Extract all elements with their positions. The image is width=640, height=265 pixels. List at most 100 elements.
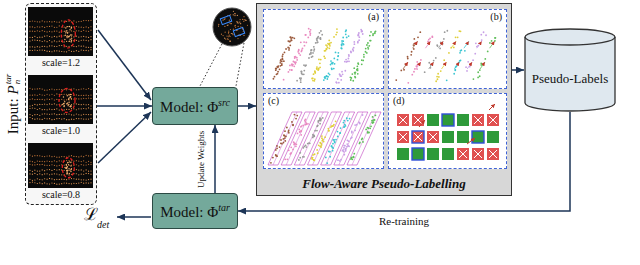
flow-point bbox=[351, 73, 353, 75]
lidar-point bbox=[70, 165, 71, 166]
flow-point bbox=[286, 127, 288, 129]
thumbnail-point bbox=[242, 19, 243, 20]
flow-point bbox=[489, 42, 491, 44]
flow-point bbox=[328, 130, 330, 132]
flow-point bbox=[316, 42, 318, 44]
flow-point bbox=[300, 77, 302, 79]
lidar-point bbox=[76, 26, 77, 27]
lidar-point bbox=[32, 174, 33, 175]
flow-point bbox=[317, 121, 319, 123]
lidar-point bbox=[68, 21, 69, 22]
lidar-point bbox=[68, 26, 69, 27]
lidar-point bbox=[32, 26, 33, 27]
lidar-point bbox=[34, 162, 35, 163]
lidar-point bbox=[90, 36, 91, 37]
flow-point bbox=[395, 79, 397, 81]
flow-point bbox=[414, 68, 416, 70]
lidar-point bbox=[61, 99, 62, 100]
flow-point bbox=[329, 74, 331, 76]
flow-point bbox=[293, 61, 295, 63]
lidar-point bbox=[67, 170, 68, 171]
lidar-point bbox=[78, 114, 79, 115]
zoom-line bbox=[200, 44, 222, 86]
lidar-point bbox=[86, 173, 87, 174]
flow-point bbox=[308, 57, 310, 59]
flow-point bbox=[334, 63, 336, 65]
lidar-point bbox=[83, 170, 84, 171]
flow-point bbox=[457, 36, 459, 38]
lidar-point bbox=[61, 183, 62, 184]
flow-point bbox=[284, 137, 286, 139]
lidar-point bbox=[54, 119, 55, 120]
flow-point bbox=[329, 156, 331, 158]
flow-point bbox=[305, 42, 307, 44]
lidar-point bbox=[64, 51, 65, 52]
flow-point bbox=[357, 69, 359, 71]
lidar-point bbox=[37, 26, 38, 27]
flow-point bbox=[494, 37, 496, 39]
flow-point bbox=[298, 50, 300, 52]
flow-point bbox=[372, 34, 374, 36]
flow-point bbox=[326, 162, 328, 164]
lidar-point bbox=[54, 50, 55, 51]
lidar-point bbox=[54, 113, 55, 114]
thumbnail-point bbox=[247, 25, 248, 26]
lidar-point bbox=[68, 99, 69, 100]
thumbnail-point bbox=[239, 21, 240, 22]
lidar-point bbox=[86, 182, 87, 183]
lidar-point bbox=[54, 21, 55, 22]
flow-point bbox=[495, 37, 497, 39]
lidar-point bbox=[67, 102, 68, 103]
flow-point bbox=[291, 121, 293, 123]
input-frame: Input:Ptarnscale=1.2scale=1.0scale=0.8 bbox=[25, 3, 97, 205]
lidar-point bbox=[46, 89, 47, 90]
lidar-point bbox=[67, 32, 68, 33]
lidar-point bbox=[88, 95, 89, 96]
thumbnail-point bbox=[243, 35, 244, 36]
flow-point bbox=[319, 123, 321, 125]
flow-point bbox=[279, 146, 281, 148]
lidar-point bbox=[64, 94, 65, 95]
flow-point bbox=[467, 61, 469, 63]
flow-point bbox=[312, 135, 314, 137]
flow-vector bbox=[442, 62, 447, 69]
lidar-point bbox=[66, 46, 67, 47]
lidar-point bbox=[49, 40, 50, 41]
thumbnail-point bbox=[228, 32, 229, 33]
lidar-point bbox=[51, 89, 52, 90]
lidar-point bbox=[56, 27, 57, 28]
thumbnail-point bbox=[237, 38, 238, 39]
lidar-point bbox=[56, 46, 57, 47]
flow-point bbox=[305, 64, 307, 66]
flow-point bbox=[420, 59, 422, 61]
flow-point bbox=[342, 37, 344, 39]
lidar-image bbox=[28, 143, 93, 188]
lidar-point bbox=[54, 169, 55, 170]
thumbnail-point bbox=[233, 11, 234, 12]
flow-arrow bbox=[214, 125, 216, 193]
lidar-point bbox=[37, 118, 38, 119]
database-cylinder: Pseudo-Labels bbox=[524, 28, 616, 112]
lidar-point bbox=[34, 36, 35, 37]
flow-point bbox=[343, 126, 345, 128]
lidar-point bbox=[54, 31, 55, 32]
lidar-point bbox=[76, 113, 77, 114]
flow-point bbox=[333, 139, 335, 141]
flow-point bbox=[348, 54, 350, 56]
flow-point bbox=[440, 70, 442, 72]
flow-point bbox=[417, 36, 419, 38]
scale-label: scale=1.2 bbox=[42, 57, 80, 68]
flow-point bbox=[295, 61, 297, 63]
flow-point bbox=[341, 71, 343, 73]
lidar-point bbox=[73, 103, 74, 104]
lidar-point bbox=[90, 162, 91, 163]
lidar-point bbox=[83, 27, 84, 28]
flow-point bbox=[335, 139, 337, 141]
lidar-point bbox=[90, 39, 91, 40]
flow-point bbox=[459, 52, 461, 54]
flow-point bbox=[331, 68, 333, 70]
flow-point bbox=[448, 52, 450, 54]
lidar-point bbox=[64, 109, 65, 110]
flow-point bbox=[326, 78, 328, 80]
flow-point bbox=[297, 133, 299, 135]
